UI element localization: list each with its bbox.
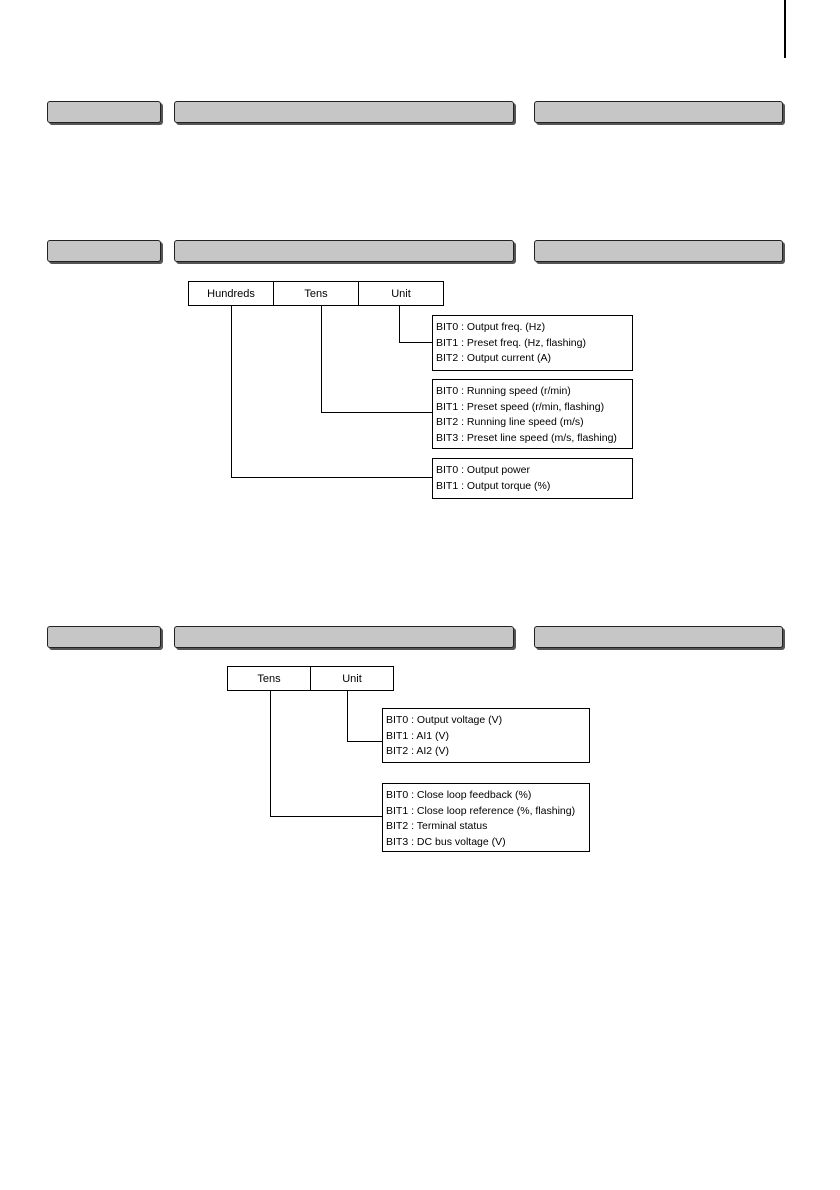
bit-line: BIT0 : Output power xyxy=(436,464,530,476)
section2-code-bar xyxy=(47,240,161,262)
section3-code-bar xyxy=(47,626,161,648)
header-cell-tens: Tens xyxy=(228,667,311,690)
tens-connector-2 xyxy=(270,691,382,817)
bit-line: BIT2 : AI2 (V) xyxy=(386,745,450,757)
bit-line: BIT3 : DC bus voltage (V) xyxy=(386,835,506,848)
bit-line: BIT2 : Terminal status xyxy=(386,820,488,832)
page-edge-line xyxy=(784,0,786,58)
bit-line: BIT0 : Close loop feedback (%) xyxy=(386,789,532,801)
unit-bits-box-2: BIT0 : Output voltage (V) BIT1 : AI1 (V)… xyxy=(382,708,590,763)
bit-line: BIT1 : AI1 (V) xyxy=(386,729,450,742)
header-cell-hundreds: Hundreds xyxy=(189,282,274,305)
bit-line: BIT1 : Output torque (%) xyxy=(436,479,551,492)
section3-range-bar xyxy=(534,626,783,648)
unit-connector xyxy=(399,306,432,343)
bit-line: BIT0 : Running speed (r/min) xyxy=(436,385,571,397)
unit-connector-2 xyxy=(347,691,382,742)
header-cell-unit: Unit xyxy=(391,287,411,300)
bit-line: BIT1 : Close loop reference (%, flashing… xyxy=(386,804,576,817)
header-cell-unit: Unit xyxy=(342,672,362,685)
bit-line: BIT2 : Output current (A) xyxy=(436,352,551,364)
bit-line: BIT0 : Output freq. (Hz) xyxy=(436,321,546,333)
bit-line: BIT0 : Output voltage (V) xyxy=(386,714,503,726)
section2-name-bar xyxy=(174,240,514,262)
section2-digit-header: Hundreds Tens Unit xyxy=(188,281,444,306)
tens-connector xyxy=(321,306,432,413)
bit-line: BIT1 : Preset speed (r/min, flashing) xyxy=(436,400,605,413)
tens-bits-box: BIT0 : Running speed (r/min) BIT1 : Pres… xyxy=(432,379,633,449)
bit-line: BIT3 : Preset line speed (m/s, flashing) xyxy=(436,431,617,444)
bit-line: BIT1 : Preset freq. (Hz, flashing) xyxy=(436,336,586,349)
unit-bits-box: BIT0 : Output freq. (Hz) BIT1 : Preset f… xyxy=(432,315,633,371)
section1-code-bar xyxy=(47,101,161,123)
section1-name-bar xyxy=(174,101,514,123)
section2-range-bar xyxy=(534,240,783,262)
header-cell-tens: Tens xyxy=(274,282,359,305)
bit-line: BIT2 : Running line speed (m/s) xyxy=(436,416,584,428)
tens-bits-box-2: BIT0 : Close loop feedback (%) BIT1 : Cl… xyxy=(382,783,590,852)
hundreds-connector xyxy=(231,306,432,478)
section1-range-bar xyxy=(534,101,783,123)
hundreds-bits-box: BIT0 : Output power BIT1 : Output torque… xyxy=(432,458,633,499)
section3-name-bar xyxy=(174,626,514,648)
section3-digit-header: Tens Unit xyxy=(227,666,394,691)
